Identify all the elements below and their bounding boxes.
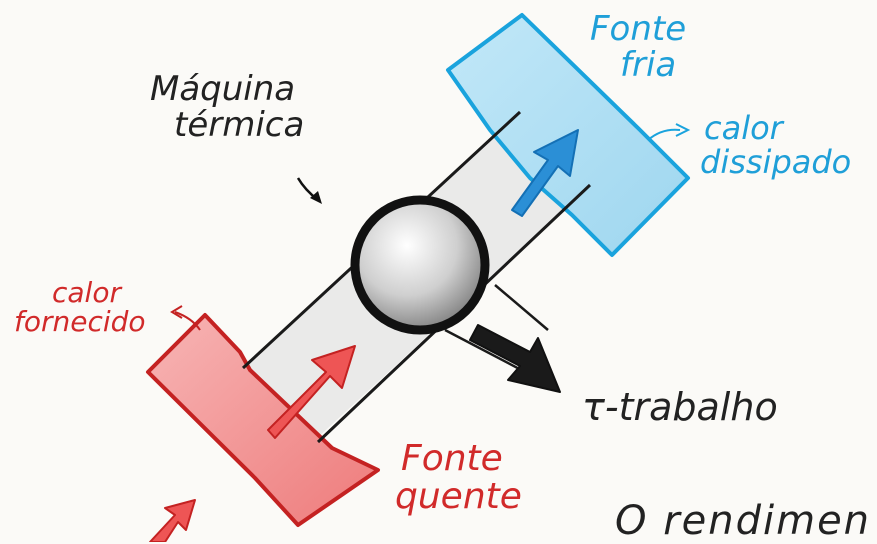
hot-source-label-line2: quente [395,475,522,517]
hot-source-block [146,313,380,527]
hot-source-label: Fonte quente [395,440,522,516]
dissipated-heat-label-line2: dissipado [700,142,852,181]
cold-source-label: Fonte fria [590,9,687,85]
work-label: τ-trabalho [582,385,778,429]
dissipated-heat-label: calor dissipado [700,109,852,181]
partial-red-arrow [149,499,196,542]
dissipated-pointer [647,128,681,141]
cold-source-label-line2: fria [620,44,677,85]
supplied-heat-label-line2: fornecido [14,305,146,339]
heat-in-arrow [267,345,356,439]
dissipated-pointer-head [675,123,691,137]
engine-ball [350,195,490,335]
work-channel-lower [494,284,549,331]
machine-pointer-head [310,191,322,204]
hot-source-label-line1: Fonte [401,438,503,479]
supplied-pointer-head [170,305,183,319]
work-arrow [469,324,561,393]
dissipated-heat-label-line1: calor [704,109,783,147]
supplied-heat-label: calor fornecido [14,278,146,337]
machine-label: Máquina térmica [150,69,305,145]
cold-source-label-line1: Fonte [590,9,687,49]
footer-text: O rendimen [615,498,872,544]
heat-out-arrow [511,129,579,217]
machine-label-line1: Máquina [150,69,296,109]
supplied-heat-label-line1: calor [52,276,121,309]
machine-label-line2: térmica [174,104,305,145]
supplied-pointer [174,311,201,331]
